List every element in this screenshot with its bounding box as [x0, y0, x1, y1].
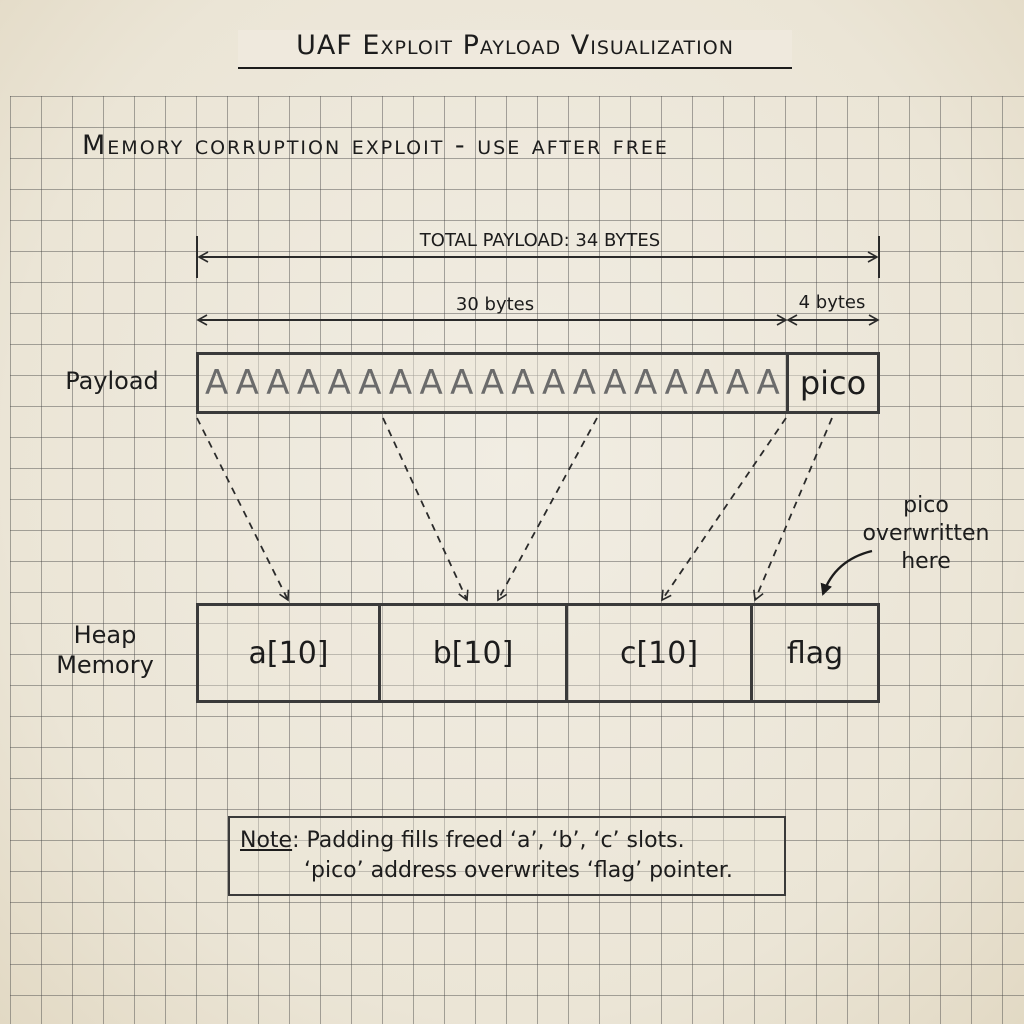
note-label: Note: [240, 828, 293, 853]
callout-line3: here: [901, 549, 951, 574]
total-payload-label: TOTAL PAYLOAD: 34 BYTES: [419, 230, 661, 251]
mapping-arrows: [196, 417, 833, 602]
note-line2: ‘pico’ address overwrites ‘flag’ pointer…: [304, 858, 733, 883]
heap-memory-blocks: a[10] b[10] c[10] flag: [196, 603, 880, 703]
heap-row-label: Heap Memory: [40, 620, 170, 680]
payload-row-label: Payload: [65, 367, 159, 395]
padding-byte-glyph: A: [756, 363, 780, 403]
padding-byte-glyph: A: [603, 363, 627, 403]
heap-cell-flag: flag: [750, 603, 880, 703]
note-line1: : Padding fills freed ‘a’, ‘b’, ‘c’ slot…: [292, 828, 685, 853]
pico-segment: pico: [799, 364, 867, 402]
padding-byte-glyph: A: [296, 363, 321, 403]
callout-arrow: [820, 549, 873, 596]
heap-cell-c: c[10]: [565, 603, 753, 703]
overwrite-callout: pico overwritten here: [846, 492, 1006, 576]
padding-byte-glyph: A: [327, 363, 351, 403]
padding-byte-glyph: A: [358, 363, 382, 403]
page-title: UAF Exploit Payload Visualization: [238, 30, 792, 69]
heap-cell-b: b[10]: [378, 603, 568, 703]
graph-grid: [10, 96, 1024, 1024]
padding-byte-glyph: A: [725, 363, 750, 403]
padding-byte-glyph: A: [235, 363, 259, 403]
padding-byte-glyph: A: [266, 363, 290, 403]
heap-label-line2: Memory: [56, 651, 154, 679]
callout-line2: overwritten: [862, 521, 990, 546]
padding-byte-glyph: A: [695, 363, 719, 403]
diagram-subtitle: Memory corruption exploit - use after fr…: [82, 130, 669, 161]
padding-byte-glyph: A: [542, 363, 566, 403]
address-size-label: 4 bytes: [798, 292, 866, 313]
padding-size-label: 30 bytes: [455, 294, 535, 315]
callout-line1: pico: [903, 493, 949, 518]
padding-byte-glyph: A: [419, 363, 443, 403]
padding-byte-glyph: A: [633, 363, 658, 403]
heap-cell-a: a[10]: [196, 603, 381, 703]
padding-byte-glyph: A: [205, 363, 229, 403]
padding-byte-glyph: A: [388, 363, 413, 403]
total-dimension-line: [196, 236, 880, 278]
padding-byte-glyph: A: [572, 363, 596, 403]
padding-byte-glyph: A: [511, 363, 535, 403]
heap-label-line1: Heap: [73, 621, 137, 649]
note-box: Note: Padding fills freed ‘a’, ‘b’, ‘c’ …: [228, 816, 786, 896]
padding-byte-glyph: A: [480, 363, 505, 403]
padding-byte-glyph: A: [450, 363, 474, 403]
padding-byte-glyph: A: [664, 363, 688, 403]
